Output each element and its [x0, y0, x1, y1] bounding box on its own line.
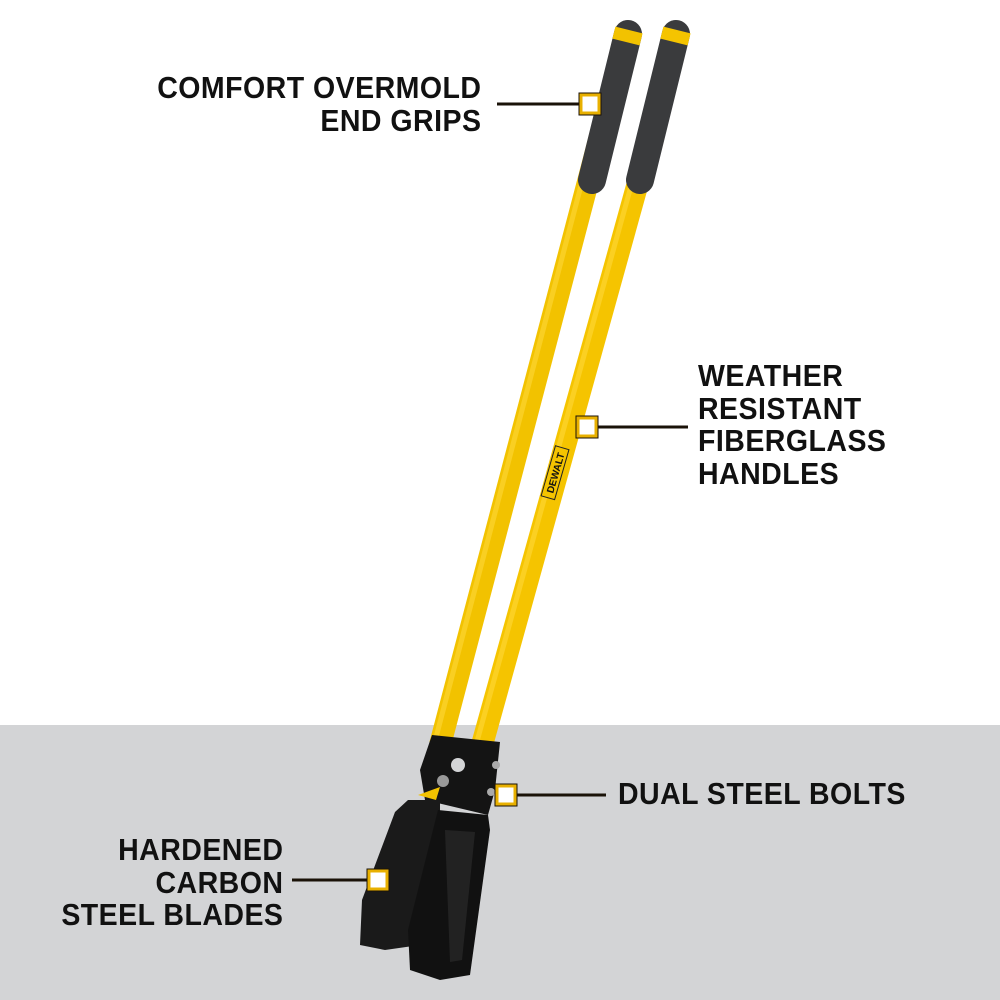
- floor-background: [0, 725, 1000, 1000]
- callout-line: HANDLES: [698, 455, 840, 491]
- callout-handles-label: WEATHER RESISTANT FIBERGLASS HANDLES: [698, 358, 887, 491]
- callout-line: CARBON: [155, 864, 283, 900]
- callout-grips-label: COMFORT OVERMOLD END GRIPS: [156, 70, 481, 138]
- bolt-icon: [437, 775, 449, 787]
- blade-head: [420, 735, 500, 815]
- callout-line: DUAL STEEL BOLTS: [618, 776, 906, 811]
- callout-bolts-label: DUAL STEEL BOLTS: [618, 776, 906, 811]
- callout-line: HARDENED: [117, 832, 283, 867]
- callout-blades-label: HARDENED CARBON STEEL BLADES: [60, 832, 283, 932]
- callout-blades-marker: [292, 868, 390, 892]
- callout-handles-marker: [575, 415, 688, 439]
- callout-line: RESISTANT: [698, 390, 862, 426]
- callout-grips-marker: [497, 92, 602, 116]
- callout-line: STEEL BLADES: [60, 897, 283, 932]
- callout-line: COMFORT OVERMOLD: [156, 70, 481, 105]
- callout-bolts-marker: [494, 783, 606, 807]
- right-grip: [626, 20, 690, 194]
- left-grip: [578, 20, 642, 194]
- callout-line: FIBERGLASS: [698, 423, 887, 458]
- callout-line: END GRIPS: [319, 102, 481, 138]
- callout-line: WEATHER: [698, 358, 844, 393]
